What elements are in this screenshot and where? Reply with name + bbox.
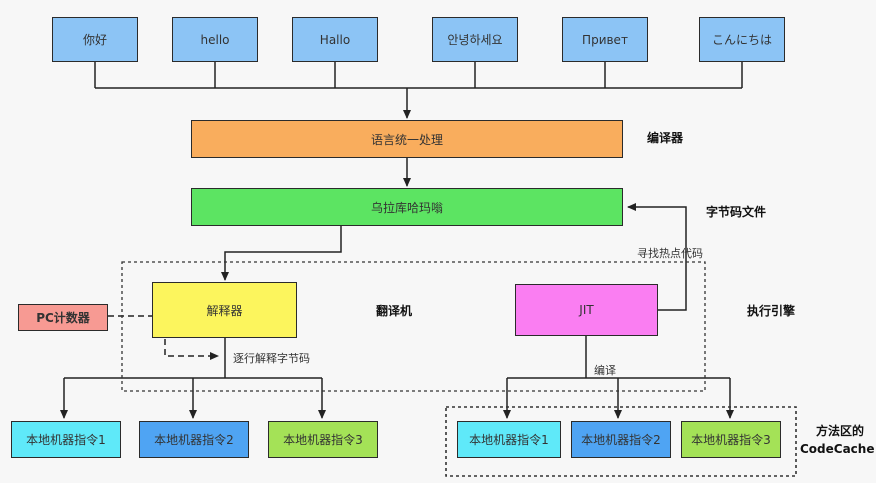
interpreter-box: 解释器	[152, 282, 297, 338]
language-box-russian: Привет	[562, 17, 648, 62]
method-area-label-line1: 方法区的	[816, 424, 865, 438]
language-box-nihao: 你好	[52, 17, 138, 62]
language-connectors	[94, 62, 743, 89]
find-hotspot-note: 寻找热点代码	[637, 247, 703, 260]
compiler-box: 语言统一处理	[191, 120, 623, 158]
bytecode-file-label: 字节码文件	[706, 205, 767, 219]
language-box-japanese: こんにちは	[699, 17, 785, 62]
language-box-hallo: Hallo	[292, 17, 378, 62]
native-instruction-right-2: 本地机器指令2	[571, 421, 671, 458]
native-instruction-left-3: 本地机器指令3	[268, 421, 378, 458]
native-instruction-right-3: 本地机器指令3	[681, 421, 781, 458]
compile-note: 编译	[594, 364, 616, 377]
language-box-hello: hello	[172, 17, 258, 62]
pc-counter-box: PC计数器	[18, 304, 108, 331]
bytecode-box: 乌拉库哈玛嗡	[191, 188, 623, 226]
translator-label: 翻译机	[376, 304, 413, 318]
language-box-korean: 안녕하세요	[432, 17, 518, 62]
interpret-step-note: 逐行解释字节码	[233, 352, 310, 365]
jit-tree	[507, 336, 730, 379]
native-instruction-left-1: 本地机器指令1	[11, 421, 121, 458]
compiler-label: 编译器	[647, 131, 684, 145]
arrow-bytecode-to-interpreter	[221, 226, 342, 281]
native-instruction-right-1: 本地机器指令1	[457, 421, 561, 458]
code-cache-region	[445, 406, 797, 477]
method-area-label-line2: CodeCache	[800, 442, 875, 456]
execution-engine-label: 执行引擎	[747, 304, 796, 318]
execution-engine-region	[121, 261, 706, 392]
native-instruction-left-2: 本地机器指令2	[139, 421, 249, 458]
arrow-pc-to-interpreter	[108, 315, 219, 360]
jit-box: JIT	[515, 284, 658, 336]
arrow-jit-to-bytecode	[627, 203, 687, 311]
